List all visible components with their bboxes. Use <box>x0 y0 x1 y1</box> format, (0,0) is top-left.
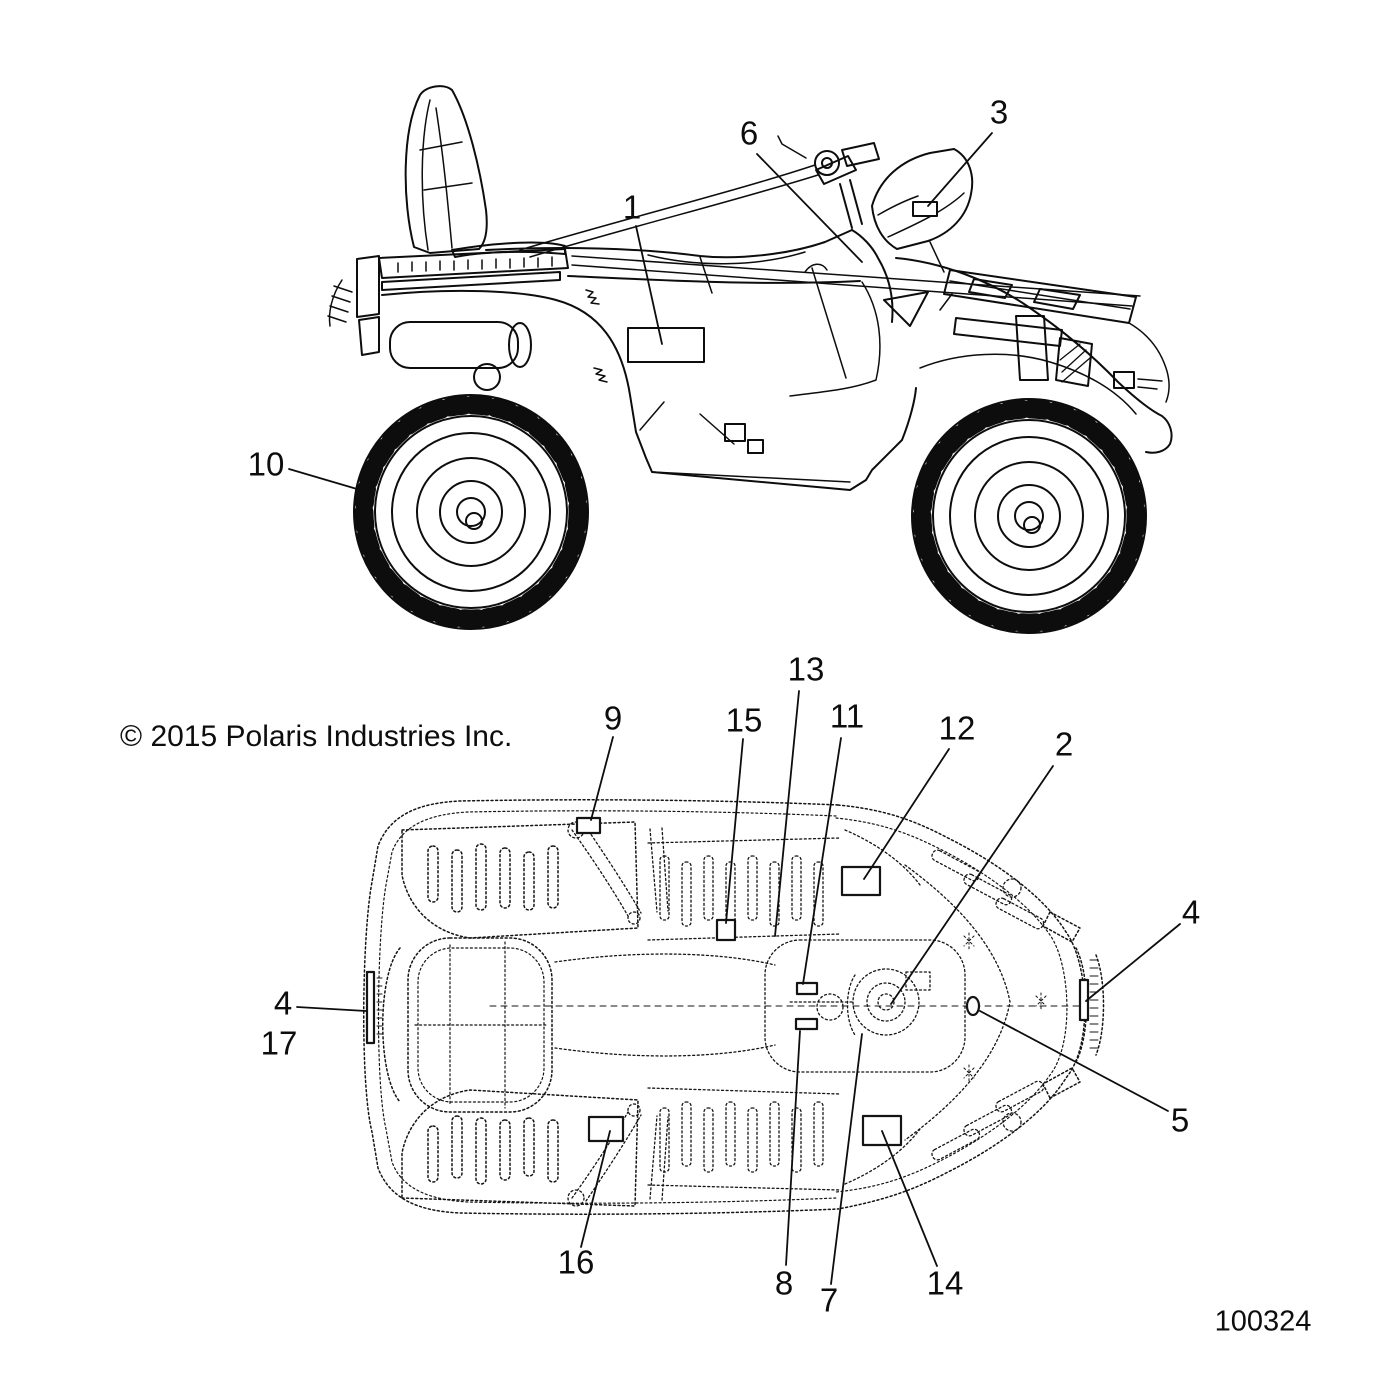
callout-9: 9 <box>603 699 623 737</box>
top-view-decals <box>365 816 1090 1147</box>
callout-7: 7 <box>819 1281 839 1319</box>
decal-4-rear-bar <box>365 970 376 1045</box>
seat-backrest <box>404 85 566 258</box>
leader-7 <box>830 1033 863 1285</box>
part-number: 100324 <box>1214 1305 1312 1338</box>
engine-bay <box>764 939 966 1073</box>
callout-11: 11 <box>829 697 865 735</box>
callout-8: 8 <box>774 1264 794 1302</box>
rear-rack-top <box>401 821 639 939</box>
seat-top <box>382 937 553 1113</box>
front-pod <box>871 148 974 250</box>
leader-16 <box>580 1130 611 1248</box>
callout-10: 10 <box>247 445 285 483</box>
decal-11-box <box>795 981 819 996</box>
body-panels <box>327 164 1141 491</box>
decal-8-box <box>794 1017 819 1031</box>
side-view <box>327 85 1173 634</box>
decal-1-box <box>627 327 705 363</box>
callout-15: 15 <box>725 701 763 739</box>
decal-12-box <box>840 865 882 897</box>
front-fender <box>895 257 1173 454</box>
callout-6: 6 <box>739 114 759 152</box>
callout-12: 12 <box>938 709 976 747</box>
copyright-text: © 2015 Polaris Industries Inc. <box>120 720 513 753</box>
rear-wheel-icon <box>353 394 589 630</box>
callout-16: 16 <box>557 1243 595 1281</box>
rear-rack-bottom <box>401 1089 639 1207</box>
leader-14 <box>881 1130 938 1267</box>
leader-9 <box>590 736 614 821</box>
leader-3 <box>927 132 993 207</box>
callout-17: 17 <box>260 1024 298 1062</box>
leader-lines <box>288 132 1181 1285</box>
callout-14: 14 <box>926 1264 964 1302</box>
footwell-treads <box>647 837 841 1191</box>
leader-4-rear <box>296 1006 367 1012</box>
callout-4-front: 4 <box>1181 893 1201 931</box>
leader-11 <box>802 737 842 985</box>
leader-13 <box>774 690 800 937</box>
leader-15 <box>725 738 744 924</box>
top-view <box>363 799 1105 1215</box>
console <box>489 953 1086 1057</box>
decal-5-ellipse <box>965 995 981 1017</box>
callout-5: 5 <box>1170 1101 1190 1139</box>
leader-2 <box>890 765 1054 1005</box>
top-outline <box>363 799 1105 1215</box>
rear-rack <box>356 248 569 356</box>
callout-2: 2 <box>1054 725 1074 763</box>
callout-3: 3 <box>989 93 1009 131</box>
leader-12 <box>863 748 950 880</box>
callout-13: 13 <box>787 650 825 688</box>
handlebar <box>777 135 880 379</box>
leader-6 <box>756 153 863 263</box>
leader-5 <box>979 1010 1169 1112</box>
callout-1: 1 <box>622 188 642 226</box>
front-floor <box>376 829 1099 1185</box>
decal-9-box <box>575 816 602 835</box>
callout-4-rear: 4 <box>273 984 293 1022</box>
front-wheel-icon <box>911 398 1147 634</box>
suspension-arms <box>567 821 669 1207</box>
leader-10 <box>288 468 358 490</box>
leader-4-front <box>1085 923 1181 1002</box>
leader-8 <box>785 1030 801 1266</box>
decal-16-box <box>587 1115 625 1143</box>
decal-3-box <box>912 201 938 217</box>
leader-1 <box>635 225 663 345</box>
